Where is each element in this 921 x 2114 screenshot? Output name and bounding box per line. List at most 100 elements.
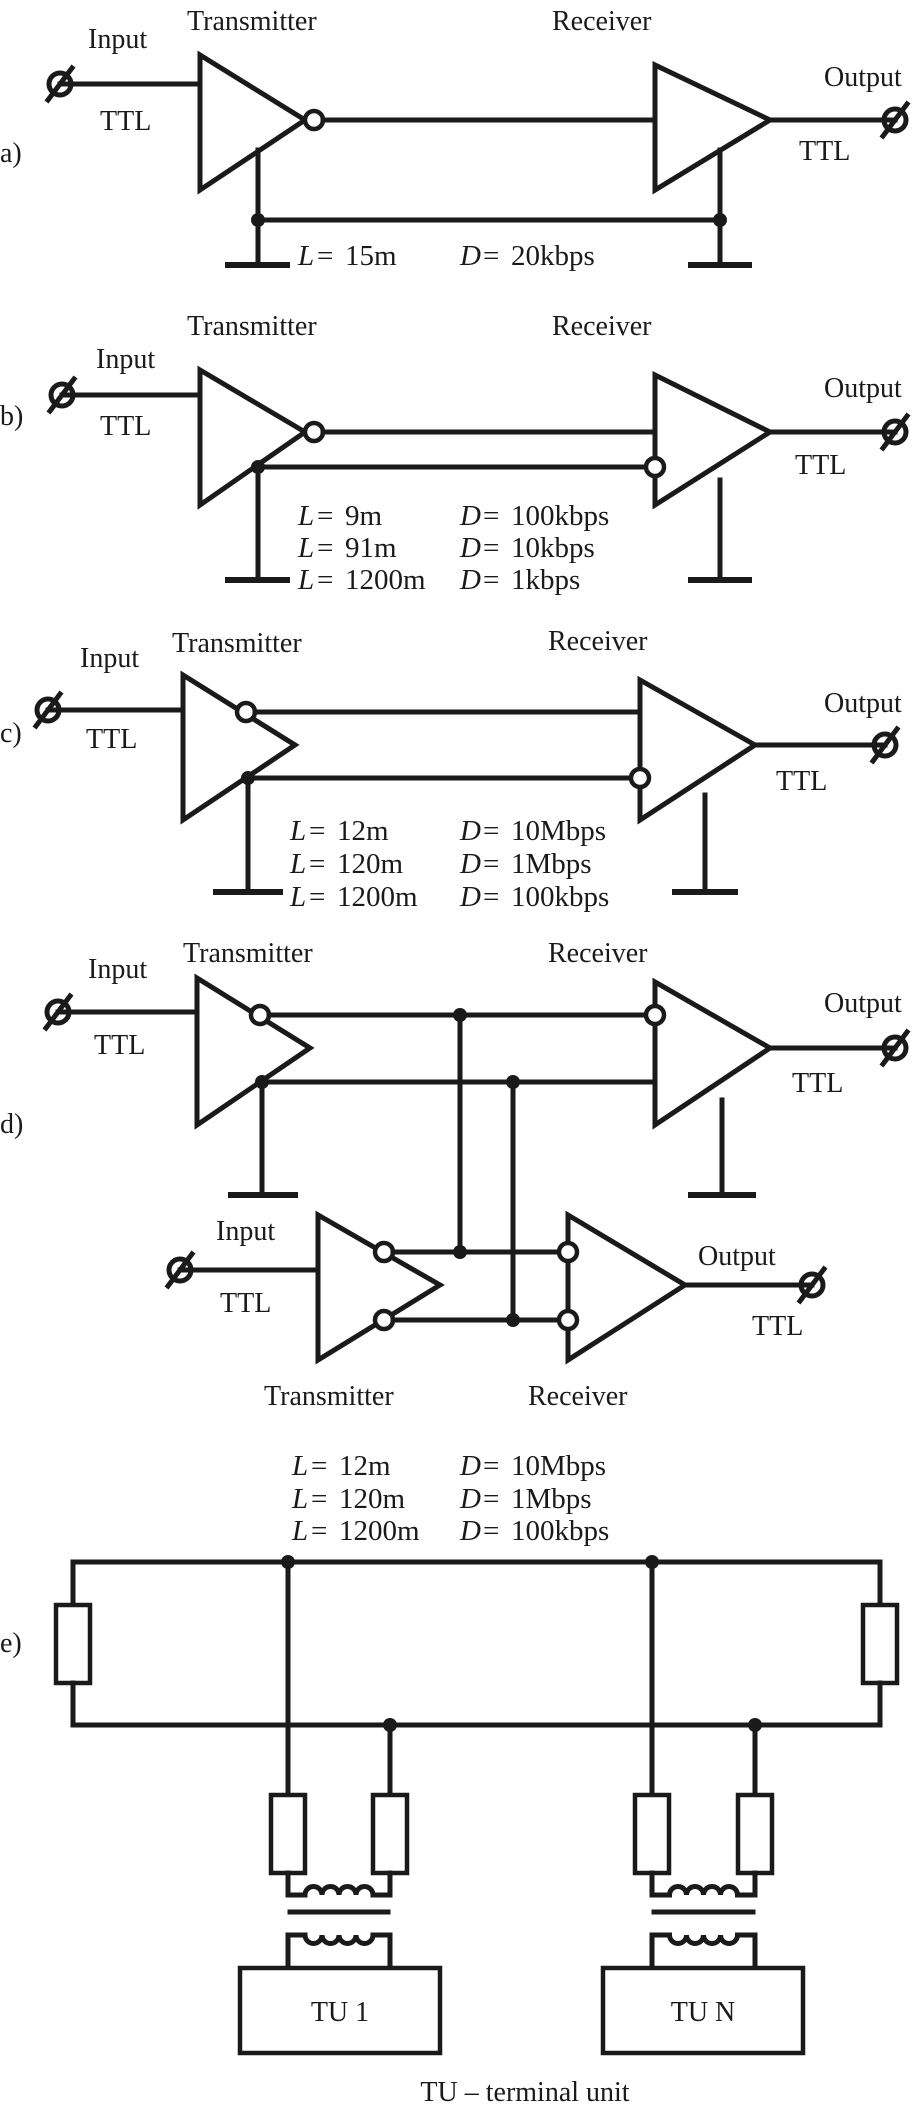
panel-a-output-label: Output: [824, 62, 902, 93]
length-value: 12m: [339, 1450, 391, 1482]
panel-d-receiver-label: Receiver: [548, 938, 648, 969]
panel-c-spec-row: L = 120m D = 1Mbps: [289, 848, 592, 880]
panel-d: d) Transmitter Receiver Input TTL Output…: [0, 938, 911, 1412]
terminal-unit-1: [237, 1965, 443, 2056]
svg-text:=: =: [483, 815, 499, 847]
svg-text:=: =: [311, 1483, 327, 1515]
length-value: 1200m: [339, 1515, 420, 1547]
panel-c-receiver-inverter: [628, 766, 652, 790]
panel-e-terminator-left: [53, 1602, 93, 1686]
panel-b-output-terminal: [881, 418, 909, 446]
panel-d-second-input-terminal-slash: [164, 1250, 196, 1290]
panel-b-spec-row: L = 9m D = 100kbps: [297, 500, 609, 532]
panel-c-transmitter-label: Transmitter: [172, 628, 302, 659]
panel-a-input-level: TTL: [100, 106, 151, 137]
panel-d-output-terminal: [881, 1034, 909, 1062]
svg-text:=: =: [483, 1515, 499, 1547]
panel-d-input-terminal: [44, 998, 72, 1026]
svg-text:D: D: [459, 815, 481, 847]
panel-c-input-terminal: [34, 696, 62, 724]
svg-text:L: L: [291, 1483, 308, 1515]
panel-a-output-terminal: [881, 106, 909, 134]
panel-d-transmitter-inverter: [248, 1003, 272, 1027]
terminal-unit-n-label: TU N: [671, 1997, 736, 2028]
svg-text:L: L: [291, 1450, 308, 1482]
panel-e-unit1-transformer: [285, 1884, 393, 1946]
svg-text:L: L: [289, 881, 306, 913]
length-value: 120m: [339, 1483, 406, 1515]
svg-text:D: D: [459, 1450, 481, 1482]
length-value: 91m: [345, 532, 397, 564]
panel-a-tag: a): [0, 138, 22, 169]
svg-text:L: L: [291, 1515, 308, 1547]
panel-a-transmitter-inverter: [302, 108, 326, 132]
panel-d-junction: [506, 1075, 520, 1089]
panel-d-second-transmitter-inverter: [372, 1308, 396, 1332]
svg-text:D: D: [459, 240, 481, 272]
panel-a-transmitter-label: Transmitter: [187, 6, 317, 37]
panel-a-transmitter: [197, 50, 310, 195]
panel-c-receiver-label: Receiver: [548, 626, 648, 657]
svg-text:D: D: [459, 500, 481, 532]
panel-d-second-output-terminal: [798, 1271, 826, 1299]
svg-text:=: =: [309, 815, 325, 847]
panel-c-output-terminal-slash: [869, 725, 901, 765]
panel-c-spec-row: L = 1200m D = 100kbps: [289, 881, 609, 913]
panel-d-second-output-level: TTL: [752, 1311, 803, 1342]
panel-c-input-level: TTL: [86, 724, 137, 755]
panel-a-input-terminal-slash: [44, 64, 76, 104]
length-value: 15m: [345, 240, 397, 272]
panel-d-input-terminal-slash: [42, 992, 74, 1032]
rate-value: 1Mbps: [511, 1483, 592, 1515]
panel-c-transmitter-inverter: [234, 700, 258, 724]
panel-d-second-output-terminal-slash: [796, 1265, 828, 1305]
length-value: 1200m: [345, 564, 426, 596]
panel-b-input-terminal: [48, 381, 76, 409]
panel-d-transmitter: [194, 973, 315, 1130]
panel-a-receiver-label: Receiver: [552, 6, 652, 37]
panel-a-spec-row: L = 15m D = 20kbps: [297, 240, 595, 272]
panel-a-output-terminal-slash: [879, 100, 911, 140]
panel-d-input-label: Input: [88, 954, 147, 985]
panel-d-second-input-label: Input: [216, 1216, 275, 1247]
panel-d-junction: [453, 1008, 467, 1022]
svg-text:=: =: [317, 564, 333, 596]
svg-text:=: =: [311, 1515, 327, 1547]
svg-text:=: =: [317, 240, 333, 272]
rate-value: 10Mbps: [511, 1450, 606, 1482]
panel-e: e) L = 12m D = 10Mbps L = 120m D = 1Mbps…: [0, 1450, 900, 2108]
panel-b-transmitter: [197, 365, 310, 510]
svg-text:D: D: [459, 881, 481, 913]
panel-b-spec-row: L = 91m D = 10kbps: [297, 532, 595, 564]
svg-text:L: L: [297, 500, 314, 532]
svg-text:=: =: [483, 532, 499, 564]
panel-b-transmitter-inverter: [302, 420, 326, 444]
panel-a-output-level: TTL: [799, 136, 850, 167]
panel-a-junction: [713, 213, 727, 227]
svg-text:L: L: [289, 815, 306, 847]
length-value: 9m: [345, 500, 383, 532]
panel-c-output-level: TTL: [776, 766, 827, 797]
panel-e-unitn-resistor: [632, 1792, 672, 1876]
rate-value: 20kbps: [511, 240, 595, 272]
svg-text:=: =: [483, 881, 499, 913]
panel-e-spec-row: L = 120m D = 1Mbps: [291, 1483, 592, 1515]
rate-value: 100kbps: [511, 1515, 609, 1547]
panel-e-unitn-transformer: [649, 1884, 758, 1946]
panel-b-input-label: Input: [96, 344, 155, 375]
panel-e-spec-row: L = 1200m D = 100kbps: [291, 1515, 609, 1547]
svg-text:L: L: [289, 848, 306, 880]
panel-d-second-receiver: [565, 1210, 690, 1365]
panel-b-receiver-inverter: [643, 455, 667, 479]
rate-value: 1Mbps: [511, 848, 592, 880]
panel-b-output-terminal-slash: [879, 412, 911, 452]
svg-text:D: D: [459, 1483, 481, 1515]
panel-a-input-terminal: [46, 70, 74, 98]
panel-d-second-input-level: TTL: [220, 1288, 271, 1319]
rate-value: 10kbps: [511, 532, 595, 564]
rate-value: 100kbps: [511, 881, 609, 913]
svg-text:L: L: [297, 564, 314, 596]
svg-text:=: =: [311, 1450, 327, 1482]
